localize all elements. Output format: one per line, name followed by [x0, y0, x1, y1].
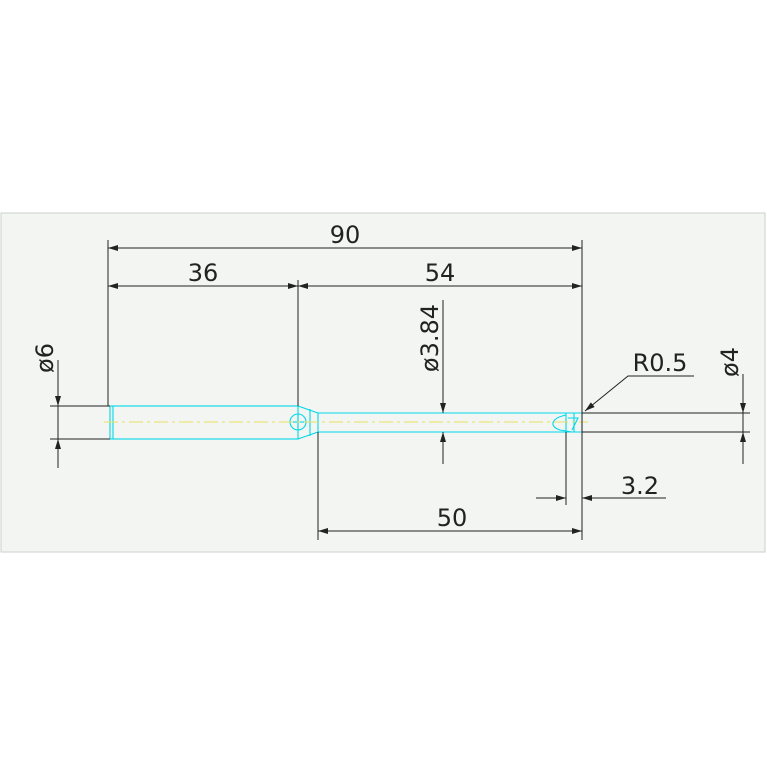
dim-shank-length: 36 [188, 259, 219, 287]
dim-shank-diameter: ø6 [31, 343, 59, 373]
dim-tip-length: 3.2 [621, 472, 659, 500]
drawing-sheet [0, 212, 766, 553]
radius-leader [584, 375, 694, 412]
dim-tip-radius: R0.5 [633, 349, 688, 377]
dim-body-diameter: ø3.84 [416, 304, 444, 372]
dim-body-length: 54 [425, 259, 456, 287]
dim-overall-length: 90 [330, 221, 361, 249]
dim-neck-length: 50 [437, 504, 468, 532]
extension-lines [50, 240, 750, 540]
dim-tip-diameter: ø4 [716, 347, 744, 377]
